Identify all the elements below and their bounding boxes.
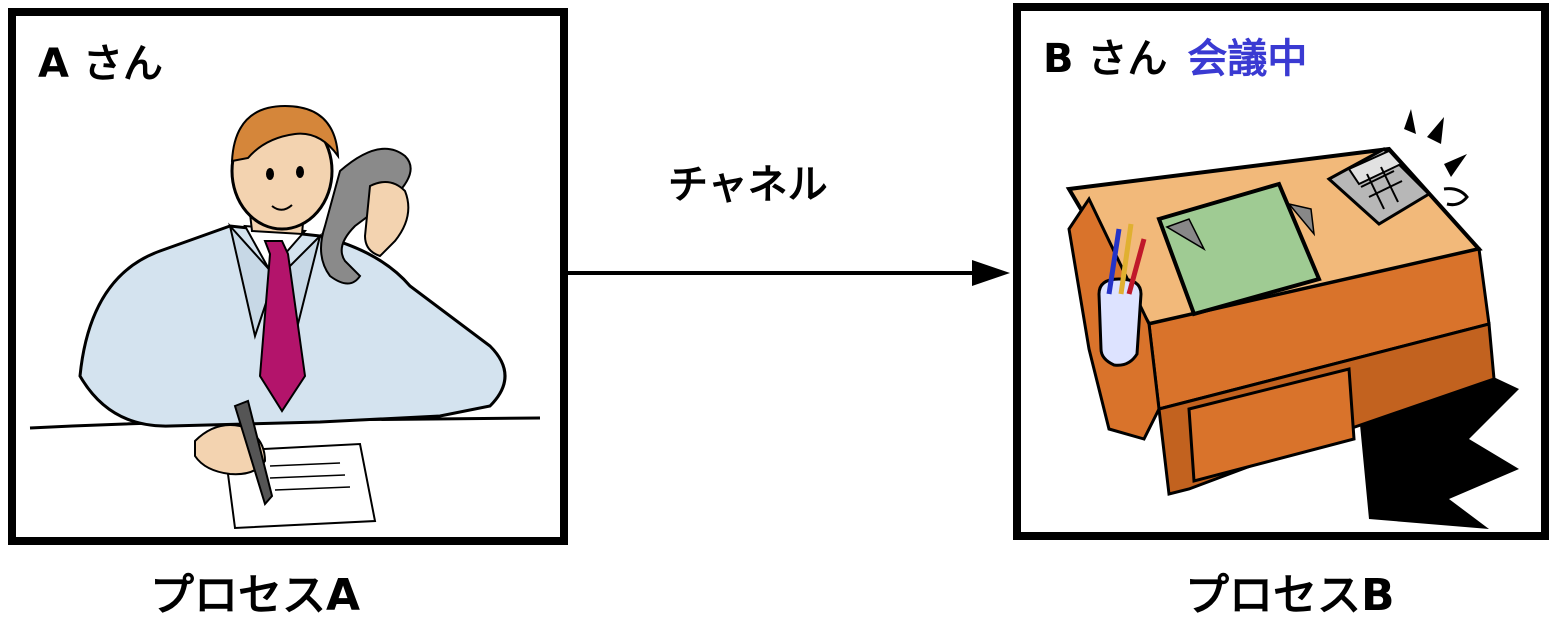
in-meeting-status: 会議中 [1187,36,1308,82]
empty-desk-illustration [1065,109,1519,529]
process-a-box: A さん [8,8,568,545]
person-on-phone-illustration [29,104,541,530]
channel-label: チャネル [668,162,828,208]
channel-arrow [566,260,1010,286]
process-a-caption: プロセスA [150,570,361,621]
process-b-name: B さん [1043,36,1168,82]
process-a-name: A さん [38,41,163,87]
process-b-box: B さん会議中 [1013,3,1549,540]
process-b-title: B さん会議中 [1043,39,1307,79]
process-b-caption: プロセスB [1185,570,1395,621]
